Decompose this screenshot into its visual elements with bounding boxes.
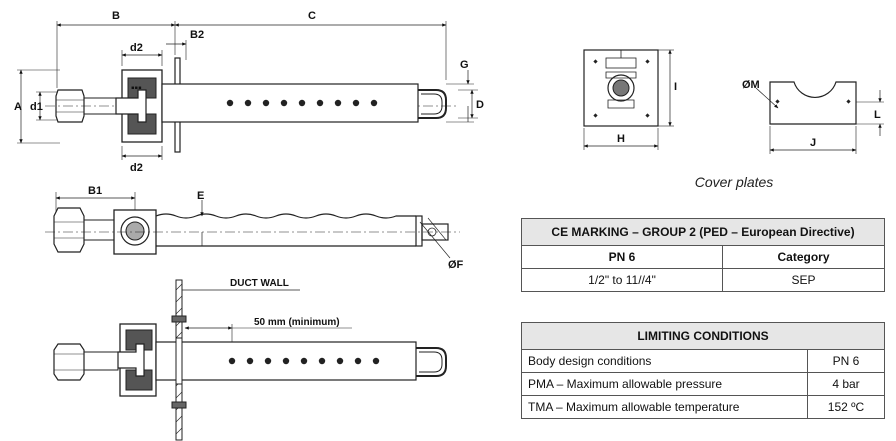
dim-M: ØM <box>742 79 760 91</box>
cover-plates-drawing: I H ØM J L <box>583 49 884 154</box>
ce-size-cell: 1/2" to 11//4" <box>520 268 724 292</box>
dim-B2: B2 <box>190 29 204 41</box>
dim-J: J <box>810 137 816 149</box>
view-middle <box>45 192 460 259</box>
limit-label: Body design conditions <box>521 349 808 373</box>
limit-value: PN 6 <box>807 349 885 373</box>
table-row: 1/2" to 11//4" SEP <box>520 268 885 292</box>
limit-value: 4 bar <box>807 372 885 396</box>
limit-label: PMA – Maximum allowable pressure <box>521 372 808 396</box>
view-top: ▪▪▪ <box>17 21 478 160</box>
table-row: PMA – Maximum allowable pressure 4 bar <box>521 372 885 396</box>
ce-category-cell: SEP <box>722 268 885 292</box>
ce-header-category: Category <box>722 245 885 269</box>
ce-table-title: CE MARKING – GROUP 2 (PED – European Dir… <box>521 218 885 246</box>
dim-E: E <box>197 190 204 202</box>
limiting-conditions-table: LIMITING CONDITIONS Body design conditio… <box>521 322 885 419</box>
dim-d2-top: d2 <box>130 42 143 54</box>
dim-G: G <box>460 59 469 71</box>
duct-wall-label: DUCT WALL <box>230 278 289 289</box>
dim-d2-bottom: d2 <box>130 162 143 174</box>
limit-label: TMA – Maximum allowable temperature <box>521 395 808 419</box>
limits-table-title: LIMITING CONDITIONS <box>521 322 885 350</box>
dim-d1: d1 <box>30 101 43 113</box>
dim-B: B <box>112 10 120 22</box>
svg-text:▪▪▪: ▪▪▪ <box>131 83 142 94</box>
dim-A: A <box>14 101 22 113</box>
dim-I: I <box>674 81 677 93</box>
cover-plates-caption: Cover plates <box>694 174 774 190</box>
min-distance-label: 50 mm (minimum) <box>254 317 340 328</box>
dim-C: C <box>308 10 316 22</box>
view-installation <box>53 279 447 441</box>
table-row: TMA – Maximum allowable temperature 152 … <box>521 395 885 419</box>
ce-marking-table: CE MARKING – GROUP 2 (PED – European Dir… <box>520 218 885 292</box>
dim-L: L <box>874 109 881 121</box>
dim-D: D <box>476 99 484 111</box>
dim-B1: B1 <box>88 185 102 197</box>
limit-value: 152 ºC <box>807 395 885 419</box>
dim-H: H <box>617 133 625 145</box>
technical-drawing: ▪▪▪ B C d2 B2 A d1 G D d2 <box>14 10 484 441</box>
dim-F: ØF <box>448 259 464 271</box>
table-row: Body design conditions PN 6 <box>521 349 885 373</box>
ce-header-pn: PN 6 <box>520 245 724 269</box>
